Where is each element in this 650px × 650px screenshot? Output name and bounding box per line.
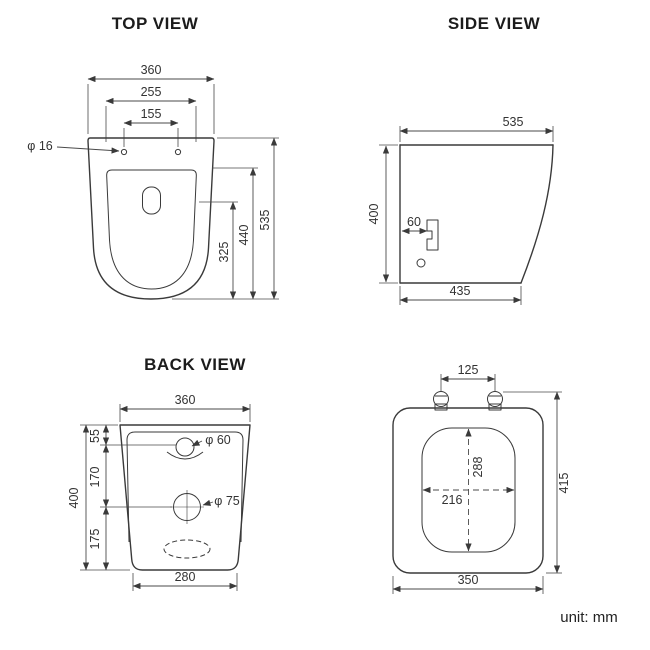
- toilet-top-outline: [87, 137, 215, 300]
- inlet-diameter-leader: [191, 439, 203, 447]
- mid-segment-dim-label: 170: [88, 467, 102, 488]
- side-view: SIDE VIEW 535 400 60 435: [367, 14, 554, 305]
- back-height-dim-label: 400: [67, 488, 81, 509]
- seat-opening-outline: [421, 427, 516, 553]
- side-depth-dim-label: 535: [503, 115, 524, 129]
- base-width-dim-label: 280: [175, 570, 196, 584]
- outlet-diameter-leader: [202, 499, 214, 506]
- inlet-diameter-label: φ 60: [205, 433, 231, 447]
- seat-hinge-right: [487, 391, 503, 407]
- side-height-dim-label: 400: [367, 204, 381, 225]
- back-inner-contour: [126, 431, 244, 543]
- back-view-title: BACK VIEW: [144, 355, 246, 374]
- hinge-stem-right: [488, 403, 502, 411]
- hole-diameter-label: φ 16: [27, 139, 53, 153]
- top-segment-dim-label: 55: [88, 429, 102, 443]
- lower-segment-dim-label: 175: [88, 529, 102, 550]
- inlet-recess-curve: [166, 451, 204, 460]
- opening-width-dim-label: 216: [442, 493, 463, 507]
- flush-outlet-top: [142, 186, 161, 215]
- mid-depth-dim-label: 440: [237, 225, 251, 246]
- base-depth-dim-label: 435: [450, 284, 471, 298]
- back-view: BACK VIEW 360 φ 60 φ 75 55 170 175 400: [67, 355, 251, 591]
- opening-length-dim-label: 288: [471, 457, 485, 478]
- seat-length-dim-label: 415: [557, 473, 571, 494]
- seat-hole-right: [174, 148, 182, 156]
- back-width-dim-label: 360: [175, 393, 196, 407]
- hinge-spacing-dim-label: 125: [458, 363, 479, 377]
- front-profile-curve: [520, 144, 554, 284]
- seat-hinge-left: [433, 391, 449, 407]
- inner-width-dim-label: 255: [141, 85, 162, 99]
- water-inlet-hole: [175, 437, 195, 457]
- outlet-diameter-label: φ 75: [214, 494, 240, 508]
- bracket-dim-label: 60: [407, 215, 421, 229]
- top-width-dim-label: 360: [141, 63, 162, 77]
- seat-width-dim-label: 350: [458, 573, 479, 587]
- side-view-title: SIDE VIEW: [448, 14, 541, 33]
- hinge-stem-left: [434, 403, 448, 411]
- total-depth-dim-label: 535: [258, 210, 272, 231]
- toilet-back-outline: [119, 424, 251, 571]
- hole-spacing-dim-label: 155: [141, 107, 162, 121]
- top-view: TOP VIEW 360 255 155 φ 16 325 440: [27, 14, 279, 300]
- bowl-outline: [106, 169, 197, 290]
- top-view-title: TOP VIEW: [112, 14, 199, 33]
- bowl-depth-dim-label: 325: [217, 242, 231, 263]
- hidden-base-ellipse: [163, 539, 211, 559]
- seat-hole-left: [120, 148, 128, 156]
- unit-label: unit: mm: [560, 609, 618, 626]
- seat-lid-outline: [392, 407, 544, 574]
- mounting-bracket: [426, 219, 439, 251]
- seat-view: 125 288 216 415 350: [392, 363, 571, 594]
- fixing-hole: [416, 258, 426, 268]
